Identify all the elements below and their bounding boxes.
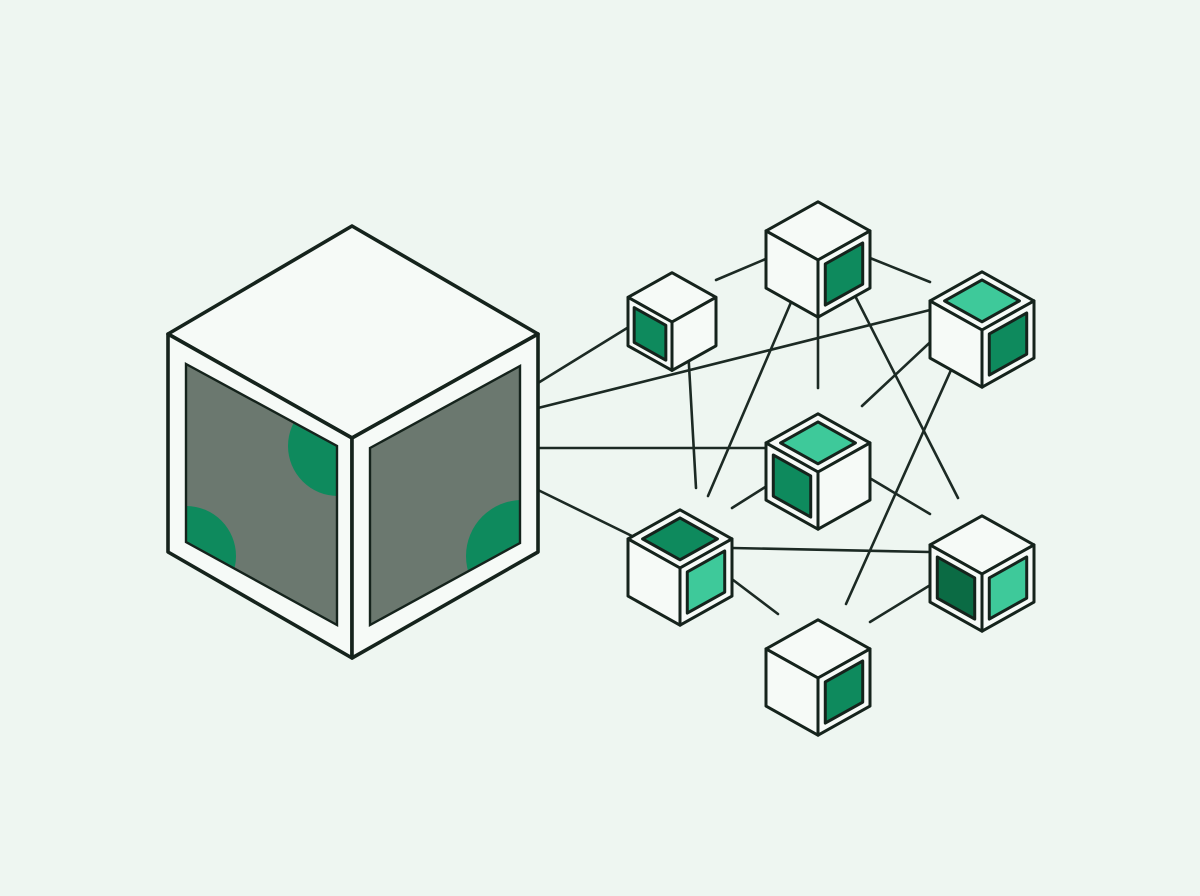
edge-big-n3 <box>536 308 932 410</box>
cube-right-panel <box>823 659 865 725</box>
edge-n4-n5 <box>730 482 772 510</box>
cube-node-n4 <box>764 412 872 531</box>
cube-node-n7 <box>764 618 872 737</box>
edge-n6-n7 <box>868 582 934 624</box>
cube-node-n5 <box>626 508 734 627</box>
cube-top-panel <box>641 516 719 562</box>
cube-left-panel <box>771 453 813 519</box>
small-cubes <box>626 200 1036 737</box>
cube-right-face <box>816 441 872 531</box>
cube-left-panel <box>632 306 668 362</box>
cube-right-panel <box>987 311 1029 377</box>
cube-right-panel <box>823 241 865 307</box>
cube-node-n6 <box>928 514 1036 633</box>
cube-right-panel <box>987 555 1029 621</box>
cube-right-panel <box>685 549 727 615</box>
edge-n1-n5 <box>686 346 698 490</box>
edge-n2-n3 <box>868 256 932 284</box>
cube-left-panel <box>935 555 977 621</box>
edge-big-n5 <box>536 488 634 538</box>
edge-n5-n6 <box>730 546 932 554</box>
cube-right-face <box>670 295 718 372</box>
cube-top-panel <box>943 278 1021 324</box>
edge-n1-n2 <box>714 256 770 282</box>
connections <box>536 256 962 624</box>
cube-node-n1 <box>626 271 718 372</box>
cube-node-n3 <box>928 270 1036 389</box>
cube-top-panel <box>779 420 857 466</box>
large-cube <box>166 224 540 660</box>
edge-n3-n7 <box>844 348 962 606</box>
edge-n2-n5 <box>706 284 800 498</box>
edge-big-n1 <box>536 323 634 385</box>
edge-n2-n6 <box>844 276 960 500</box>
cube-node-n2 <box>764 200 872 319</box>
